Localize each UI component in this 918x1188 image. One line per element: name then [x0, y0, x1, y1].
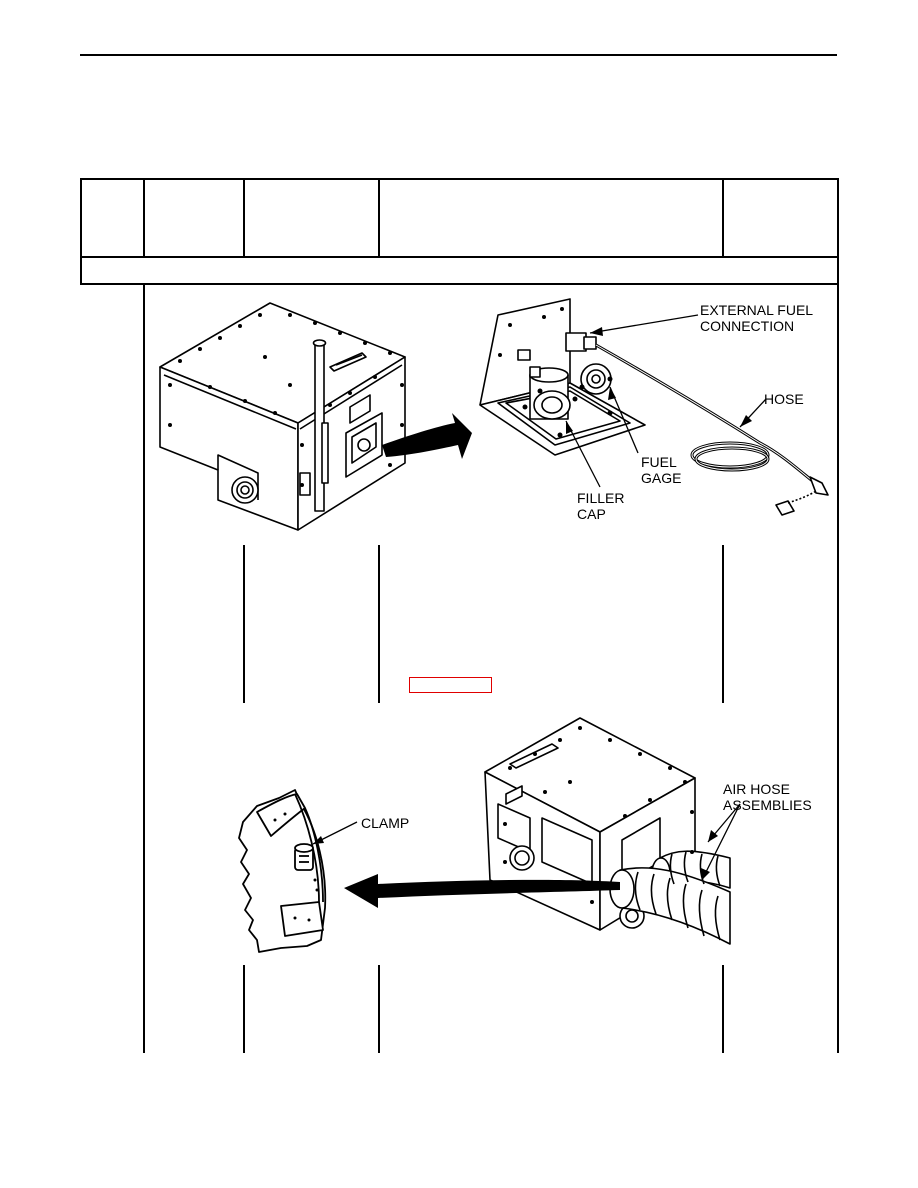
clamp-detail	[238, 789, 358, 953]
col-divider-2	[243, 178, 245, 258]
col-divider-4-seg-a	[722, 545, 724, 703]
col-divider-1	[143, 178, 145, 258]
heater-with-air-hoses-illustration	[344, 717, 741, 945]
clamp-label: CLAMP	[361, 815, 410, 831]
col-divider-1-body	[143, 283, 145, 1053]
table-left-border	[80, 178, 82, 285]
header-rule	[80, 54, 837, 56]
fuel-gage-label: FUEL GAGE	[641, 454, 682, 486]
table-top-border	[80, 178, 839, 180]
col-divider-4	[722, 178, 724, 258]
reference-link-box[interactable]	[409, 677, 492, 693]
table-right-border	[837, 178, 839, 1053]
col-divider-3	[378, 178, 380, 258]
table-section-bottom	[80, 283, 839, 285]
hose-label: HOSE	[764, 391, 804, 407]
col-divider-3-seg-a	[378, 545, 380, 703]
filler-cap-label: FILLER CAP	[577, 490, 625, 522]
fuel-fitting-detail	[479, 298, 829, 516]
col-divider-3-seg-b	[378, 965, 380, 1053]
external-fuel-connection-label: EXTERNAL FUEL CONNECTION	[700, 302, 814, 334]
col-divider-4-seg-b	[722, 965, 724, 1053]
heater-unit-illustration	[159, 302, 472, 531]
col-divider-2-seg-a	[243, 545, 245, 703]
table-header-bottom	[80, 256, 839, 258]
air-hose-assemblies-label: AIR HOSE ASSEMBLIES	[723, 781, 812, 813]
col-divider-2-seg-b	[243, 965, 245, 1053]
